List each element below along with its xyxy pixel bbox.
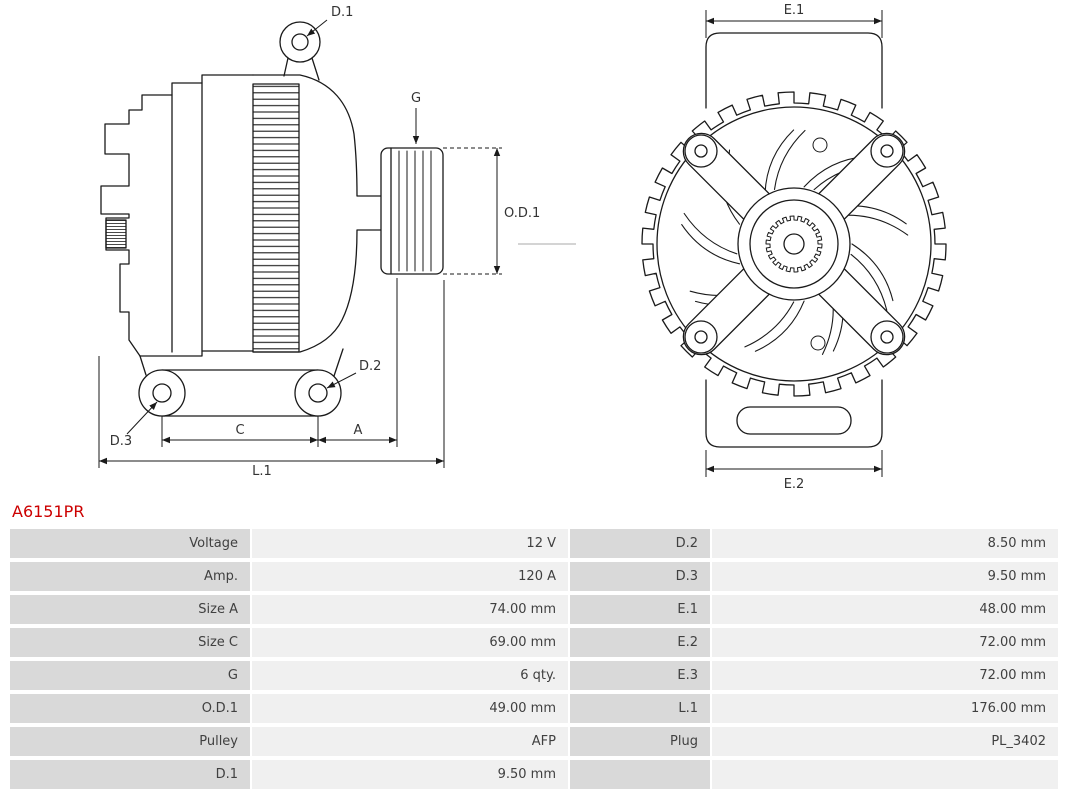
spec-label <box>570 760 710 789</box>
spec-value: 6 qty. <box>252 661 568 690</box>
table-row <box>570 760 1058 789</box>
spec-label: D.2 <box>570 529 710 558</box>
table-row: Plug PL_3402 <box>570 727 1058 756</box>
spec-value: 72.00 mm <box>712 661 1058 690</box>
dim-label-c: C <box>235 423 244 438</box>
spec-table-left-column: Voltage 12 V Amp. 120 A Size A 74.00 mm … <box>10 529 568 793</box>
spec-value: 8.50 mm <box>712 529 1058 558</box>
spec-label: G <box>10 661 250 690</box>
spec-label: E.2 <box>570 628 710 657</box>
spec-table: Voltage 12 V Amp. 120 A Size A 74.00 mm … <box>0 529 1080 793</box>
alternator-technical-drawing: D.1 G O.D.1 D.2 D.3 C A L.1 <box>98 3 947 492</box>
spec-value: 120 A <box>252 562 568 591</box>
spec-value: 74.00 mm <box>252 595 568 624</box>
table-row: E.3 72.00 mm <box>570 661 1058 690</box>
spec-value: 48.00 mm <box>712 595 1058 624</box>
spec-value: 12 V <box>252 529 568 558</box>
table-row: D.3 9.50 mm <box>570 562 1058 591</box>
spec-value: 69.00 mm <box>252 628 568 657</box>
technical-diagram-area: D.1 G O.D.1 D.2 D.3 C A L.1 <box>98 3 947 492</box>
spec-label: Size A <box>10 595 250 624</box>
dim-label-e1: E.1 <box>784 3 805 18</box>
table-row: G 6 qty. <box>10 661 568 690</box>
dim-label-g: G <box>411 91 421 106</box>
spec-value: PL_3402 <box>712 727 1058 756</box>
table-row: D.2 8.50 mm <box>570 529 1058 558</box>
front-view-dimensions <box>705 10 883 477</box>
table-row: E.2 72.00 mm <box>570 628 1058 657</box>
side-view-dimensions <box>98 19 502 468</box>
spec-table-right-column: D.2 8.50 mm D.3 9.50 mm E.1 48.00 mm E.2… <box>570 529 1058 793</box>
spec-label: D.3 <box>570 562 710 591</box>
dim-label-d3: D.3 <box>110 434 132 449</box>
table-row: Amp. 120 A <box>10 562 568 591</box>
dim-label-a: A <box>354 423 363 438</box>
spec-value: AFP <box>252 727 568 756</box>
spec-label: L.1 <box>570 694 710 723</box>
dim-label-d2: D.2 <box>359 359 381 374</box>
table-row: Pulley AFP <box>10 727 568 756</box>
spec-value: 9.50 mm <box>712 562 1058 591</box>
table-row: E.1 48.00 mm <box>570 595 1058 624</box>
spec-label: Voltage <box>10 529 250 558</box>
dim-label-l1: L.1 <box>252 464 272 479</box>
spec-label: O.D.1 <box>10 694 250 723</box>
spec-label: D.1 <box>10 760 250 789</box>
spec-value: 49.00 mm <box>252 694 568 723</box>
spec-value: 9.50 mm <box>252 760 568 789</box>
dim-label-e2: E.2 <box>784 477 805 492</box>
table-row: O.D.1 49.00 mm <box>10 694 568 723</box>
table-row: D.1 9.50 mm <box>10 760 568 789</box>
spec-label: Size C <box>10 628 250 657</box>
spec-label: Amp. <box>10 562 250 591</box>
table-row: Size C 69.00 mm <box>10 628 568 657</box>
table-row: L.1 176.00 mm <box>570 694 1058 723</box>
dim-label-d1: D.1 <box>331 5 353 20</box>
table-row: Voltage 12 V <box>10 529 568 558</box>
front-view-drawing <box>641 32 947 448</box>
part-number: A6151PR <box>12 502 85 521</box>
spec-label: E.1 <box>570 595 710 624</box>
front-view-labels: E.1 E.2 <box>784 3 805 492</box>
dim-label-od1: O.D.1 <box>504 206 540 221</box>
spec-label: Plug <box>570 727 710 756</box>
spec-value: 176.00 mm <box>712 694 1058 723</box>
table-row: Size A 74.00 mm <box>10 595 568 624</box>
spec-value <box>712 760 1058 789</box>
spec-label: E.3 <box>570 661 710 690</box>
side-view-labels: D.1 G O.D.1 D.2 D.3 C A L.1 <box>110 5 540 479</box>
side-view-drawing <box>100 21 444 417</box>
spec-value: 72.00 mm <box>712 628 1058 657</box>
spec-label: Pulley <box>10 727 250 756</box>
